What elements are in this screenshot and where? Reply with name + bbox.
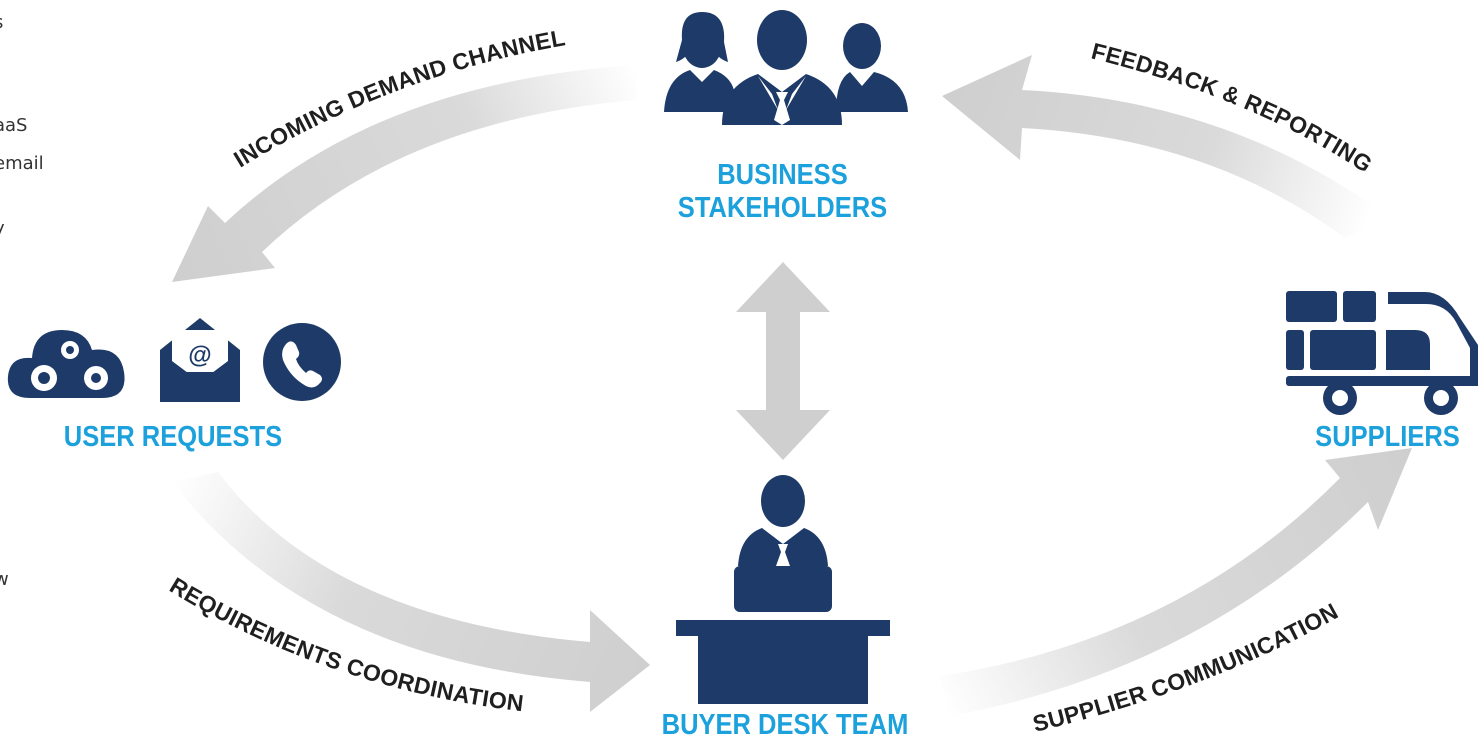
left-text-fragment: email (0, 153, 44, 174)
cloud-gears-icon (7, 330, 125, 398)
business-people-icon (664, 10, 908, 125)
left-text-fragment: w (0, 569, 9, 590)
email-envelope-icon: @ (160, 318, 240, 402)
requirements-coordination-arrow (172, 472, 650, 712)
suppliers-label: SUPPLIERS (1315, 421, 1460, 453)
svg-text:@: @ (188, 342, 211, 369)
buyer-at-desk-icon (676, 475, 890, 704)
left-text-fragment: y (0, 220, 5, 238)
stakeholder-buyer-double-arrow (736, 262, 830, 460)
incoming-demand-arrow (172, 65, 636, 282)
delivery-truck-icon (1286, 291, 1478, 415)
left-text-fragment: aaS (0, 115, 28, 136)
buyer-desk-team-label: BUYER DESK TEAM (661, 709, 909, 741)
business-stakeholders-line1: BUSINESS (717, 159, 848, 191)
user-requests-label: USER REQUESTS (63, 421, 283, 453)
business-stakeholders-label: BUSINESS STAKEHOLDERS (670, 159, 894, 226)
feedback-reporting-arrow (942, 55, 1390, 238)
left-text-fragment: s (0, 14, 3, 32)
phone-icon (263, 323, 341, 401)
business-stakeholders-line2: STAKEHOLDERS (677, 192, 888, 225)
supplier-communication-arrow (940, 448, 1412, 716)
